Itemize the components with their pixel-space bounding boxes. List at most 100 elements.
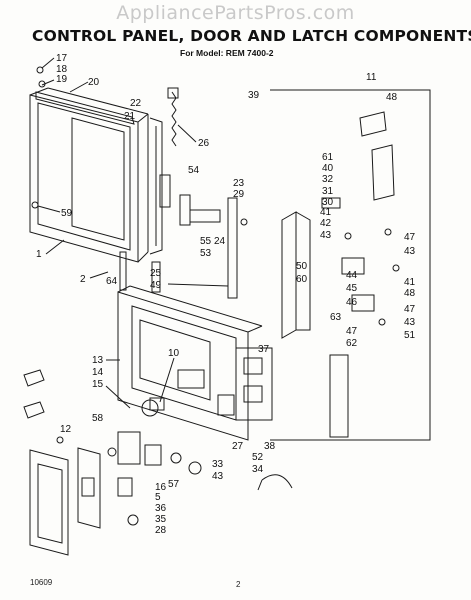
callout-50: 50 [296, 261, 308, 272]
panel-face-outer [29, 449, 69, 556]
callout-47-c: 47 [346, 326, 358, 337]
callout-18: 18 [56, 64, 68, 75]
callout-2: 2 [80, 274, 86, 285]
callout-60: 60 [296, 274, 308, 285]
callout-41-a: 41 [320, 207, 332, 218]
callout-42: 42 [320, 218, 332, 229]
control-panel-frame [117, 285, 273, 441]
block-36 [117, 477, 133, 497]
page-title: CONTROL PANEL, DOOR AND LATCH COMPONENTS [32, 27, 471, 45]
callout-43-c: 43 [404, 246, 416, 257]
callout-43-d: 43 [404, 317, 416, 328]
callout-16: 16 [155, 482, 167, 493]
latch-cover [371, 144, 395, 201]
callout-5: 5 [155, 492, 161, 503]
door-assembly [29, 66, 248, 299]
screw-47b [378, 318, 386, 326]
callout-44: 44 [346, 270, 358, 281]
panel-face-inner [37, 463, 63, 544]
callout-24: 24 [214, 236, 226, 247]
callout-22: 22 [130, 98, 142, 109]
door-window-screen [71, 117, 125, 241]
display-window [81, 477, 95, 497]
latch-components [270, 89, 431, 441]
callout-30: 30 [322, 197, 334, 208]
callout-31: 31 [322, 186, 334, 197]
callout-48-a: 48 [386, 92, 398, 103]
latch-switch-1 [341, 257, 365, 275]
callout-49: 49 [150, 280, 162, 291]
switch-actuator [217, 394, 235, 416]
callout-54: 54 [188, 165, 200, 176]
door-seal-strip [35, 91, 135, 125]
callout-57: 57 [168, 479, 180, 490]
door-hook-lower [179, 194, 191, 226]
callout-15: 15 [92, 379, 104, 390]
latch-housing [235, 347, 273, 421]
callout-33: 33 [212, 459, 224, 470]
knob-43 [188, 461, 202, 475]
callout-55: 55 [200, 236, 212, 247]
callout-25: 25 [150, 268, 162, 279]
callout-62: 62 [346, 338, 358, 349]
interlock-switch-upper [243, 357, 263, 375]
callout-43-a: 43 [212, 471, 224, 482]
callout-20: 20 [88, 77, 100, 88]
watermark: AppliancePartsPros.com [116, 2, 355, 24]
door-hinge-pin [119, 251, 127, 291]
callout-19: 19 [56, 74, 68, 85]
callout-28: 28 [155, 525, 167, 536]
screw-59 [31, 201, 39, 209]
callout-36: 36 [155, 503, 167, 514]
callout-23: 23 [233, 178, 245, 189]
screw-42 [344, 232, 352, 240]
callout-29: 29 [233, 189, 245, 200]
hook-piece-14 [23, 369, 45, 387]
control-panel-face [23, 369, 293, 556]
callout-41-b: 41 [404, 277, 416, 288]
callout-40: 40 [322, 163, 334, 174]
door-latch-lever [189, 209, 221, 223]
control-button-box [117, 431, 141, 465]
callout-12: 12 [60, 424, 72, 435]
screw-17 [36, 66, 44, 74]
page-number: 2 [236, 580, 241, 589]
callout-17: 17 [56, 53, 68, 64]
timer-module [177, 369, 205, 389]
callout-1: 1 [36, 249, 42, 260]
callout-38: 38 [264, 441, 276, 452]
callout-52: 52 [252, 452, 264, 463]
control-knob-bracket [144, 444, 162, 466]
callout-47-b: 47 [404, 304, 416, 315]
door-inner-frame [37, 102, 131, 251]
screw-29 [240, 218, 248, 226]
callout-32: 32 [322, 174, 334, 185]
callout-51: 51 [404, 330, 416, 341]
callout-39: 39 [248, 90, 260, 101]
door-spring [171, 91, 177, 147]
footer-code: 10609 [30, 578, 53, 587]
wire-harness-52 [257, 474, 293, 491]
callout-26: 26 [198, 138, 210, 149]
callout-labels: 17 18 19 20 21 22 26 54 23 29 59 1 55 53… [36, 53, 416, 536]
callout-64: 64 [106, 276, 118, 287]
frame-opening [139, 319, 211, 401]
callout-35: 35 [155, 514, 167, 525]
door-hook-upper [159, 174, 171, 208]
callout-13: 13 [92, 355, 104, 366]
callout-14: 14 [92, 367, 104, 378]
knob-57 [170, 452, 182, 464]
callout-11: 11 [366, 72, 377, 83]
callout-47-a: 47 [404, 232, 416, 243]
callout-43-b: 43 [320, 230, 332, 241]
callout-34: 34 [252, 464, 264, 475]
callout-58: 58 [92, 413, 104, 424]
callout-27: 27 [232, 441, 244, 452]
frame-outer [117, 291, 249, 441]
latch-bracket [281, 211, 297, 339]
latch-rod-51 [329, 354, 349, 438]
latch-plate-12 [359, 111, 387, 137]
model-subtitle: For Model: REM 7400-2 [180, 48, 274, 58]
